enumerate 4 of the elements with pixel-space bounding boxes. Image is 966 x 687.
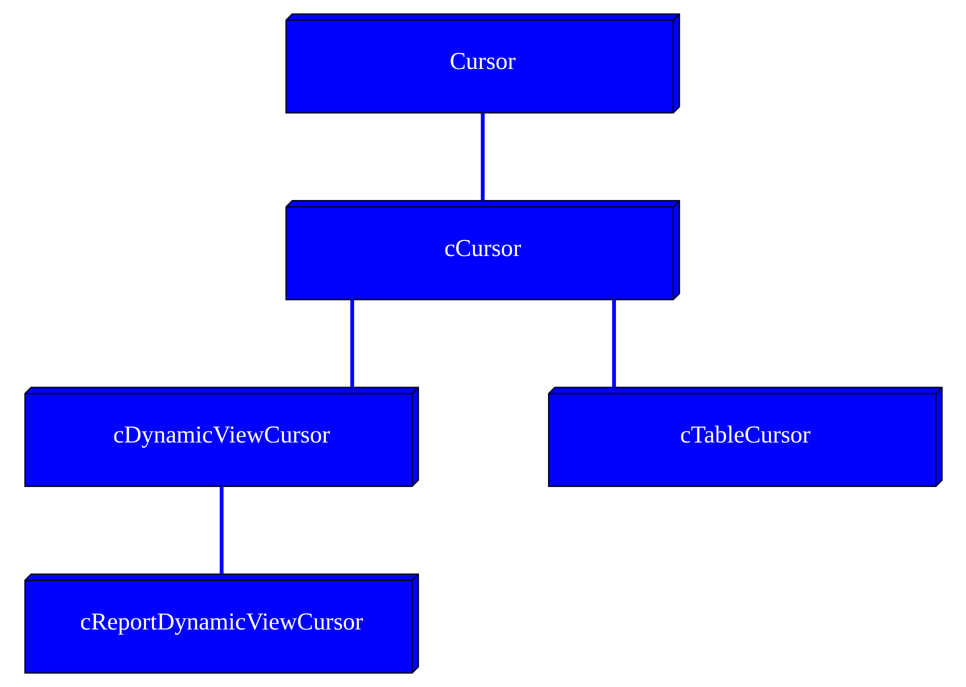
connector <box>480 112 484 200</box>
connector <box>612 300 616 388</box>
connector <box>219 486 224 574</box>
connector <box>350 300 354 388</box>
